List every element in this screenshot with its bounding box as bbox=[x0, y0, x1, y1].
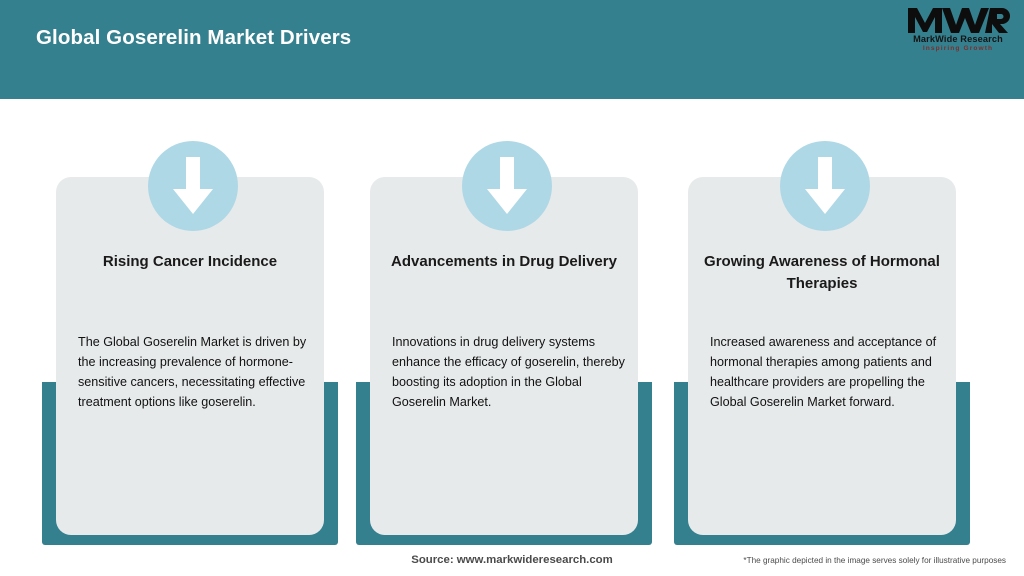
card-body-text: Innovations in drug delivery systems enh… bbox=[392, 335, 625, 409]
card-panel: Advancements in Drug Delivery Innovation… bbox=[370, 177, 638, 535]
card-title: Rising Cancer Incidence bbox=[102, 253, 278, 270]
logo-company-name: MarkWide Research bbox=[913, 34, 1003, 44]
driver-card-3: Growing Awareness of Hormonal Therapies … bbox=[674, 141, 970, 545]
card-title: Growing Awareness of Hormonal Therapies bbox=[704, 253, 940, 292]
card-body-text: Increased awareness and acceptance of ho… bbox=[710, 335, 937, 409]
card-panel: Growing Awareness of Hormonal Therapies … bbox=[688, 177, 956, 535]
arrow-down-icon bbox=[780, 141, 870, 231]
disclaimer-note: *The graphic depicted in the image serve… bbox=[743, 556, 1006, 565]
arrow-down-icon bbox=[462, 141, 552, 231]
logo-tagline: Inspiring Growth bbox=[922, 44, 994, 52]
driver-card-1: Rising Cancer Incidence The Global Goser… bbox=[42, 141, 338, 545]
page-title: Global Goserelin Market Drivers bbox=[36, 26, 352, 49]
mwr-monogram-icon bbox=[906, 7, 1010, 34]
source-label: Source: www.markwideresearch.com bbox=[411, 554, 613, 566]
card-title: Advancements in Drug Delivery bbox=[391, 253, 617, 270]
driver-card-2: Advancements in Drug Delivery Innovation… bbox=[356, 141, 652, 545]
card-panel: Rising Cancer Incidence The Global Goser… bbox=[56, 177, 324, 535]
brand-logo: MarkWide Research Inspiring Growth bbox=[906, 7, 1010, 52]
header-band bbox=[0, 0, 1024, 99]
card-body-text: The Global Goserelin Market is driven by… bbox=[78, 335, 307, 409]
arrow-down-icon bbox=[148, 141, 238, 231]
